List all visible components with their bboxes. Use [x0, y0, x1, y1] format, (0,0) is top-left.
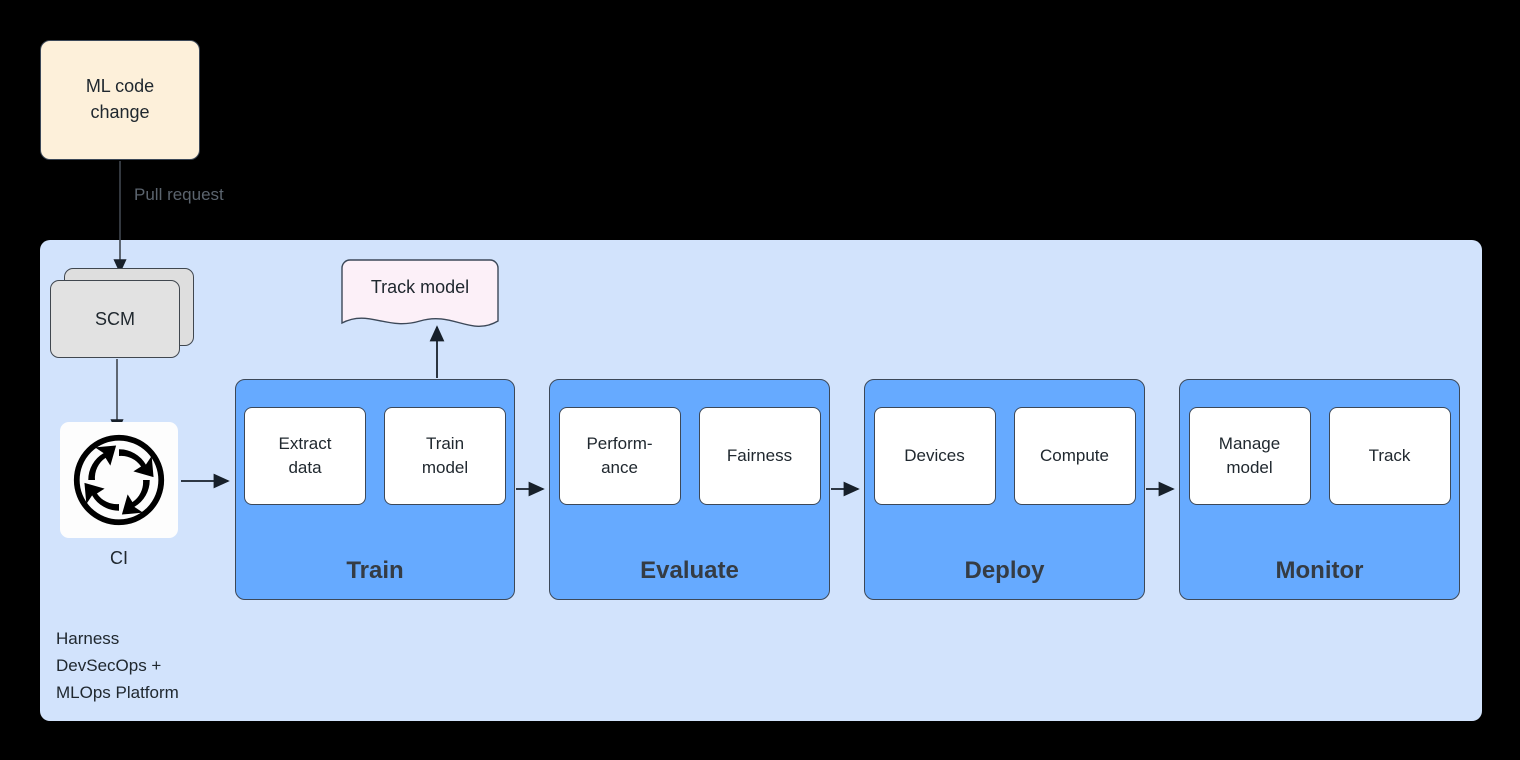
document-note-shape: [341, 259, 499, 327]
task-train-model[interactable]: Train model: [384, 407, 506, 505]
task-compute[interactable]: Compute: [1013, 407, 1136, 505]
edge-label-pull-request: Pull request: [134, 185, 224, 204]
node-scm-label: SCM: [95, 308, 135, 329]
node-track-model-note-label: Track model: [370, 277, 470, 297]
scm-front-sheet: SCM: [50, 280, 180, 358]
task-fairness[interactable]: Fairness: [698, 407, 821, 505]
task-devices[interactable]: Devices: [873, 407, 996, 505]
platform-caption: Harness DevSecOps + MLOps Platform: [56, 629, 179, 703]
stage-evaluate-tasks: Perform- ance Fairness: [550, 380, 829, 532]
stage-deploy-tasks: Devices Compute: [865, 380, 1144, 532]
stage-monitor-tasks: Manage model Track: [1180, 380, 1459, 532]
node-scm[interactable]: SCM: [50, 268, 195, 360]
node-track-model-note[interactable]: Track model: [341, 259, 499, 335]
continuous-integration-cycle-icon: [73, 434, 165, 526]
task-performance[interactable]: Perform- ance: [558, 407, 681, 505]
task-manage-model[interactable]: Manage model: [1188, 407, 1311, 505]
stage-deploy-title: Deploy: [964, 557, 1045, 584]
stage-train-tasks: Extract data Train model: [236, 380, 514, 532]
stage-train-title: Train: [346, 557, 404, 584]
stage-train[interactable]: Extract data Train model Train: [235, 379, 515, 600]
stage-monitor[interactable]: Manage model Track Monitor: [1179, 379, 1460, 600]
stage-evaluate[interactable]: Perform- ance Fairness Evaluate: [549, 379, 830, 600]
node-ml-code-change-label: ML code change: [85, 76, 155, 122]
task-track[interactable]: Track: [1328, 407, 1451, 505]
node-ml-code-change[interactable]: ML code change: [40, 40, 200, 160]
node-ci-label: CI: [110, 548, 128, 568]
stage-monitor-title: Monitor: [1275, 557, 1364, 584]
task-extract-data[interactable]: Extract data: [244, 407, 366, 505]
stage-evaluate-title: Evaluate: [640, 557, 739, 584]
stage-deploy[interactable]: Devices Compute Deploy: [864, 379, 1145, 600]
node-ci[interactable]: [60, 422, 178, 538]
